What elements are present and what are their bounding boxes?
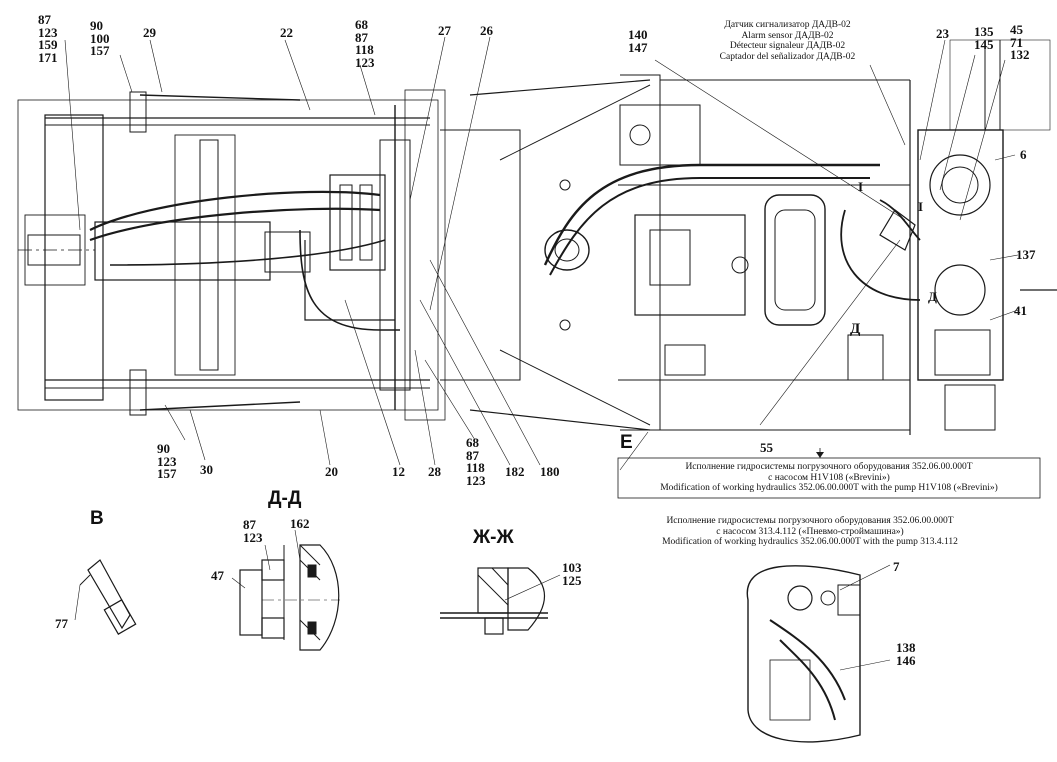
callout-68-87-118-123-top: 68 87 118 123	[355, 17, 375, 70]
callout-27: 27	[438, 23, 451, 38]
callout-30: 30	[200, 462, 213, 477]
callout-140-147: 140 147	[628, 27, 648, 55]
callout-number: 87	[243, 517, 256, 532]
leader-lines	[64, 36, 1019, 671]
callout-103-125: 103 125	[562, 560, 582, 588]
callout-number: 45	[1010, 22, 1023, 37]
note-box-brevini	[617, 457, 1041, 499]
callout-180: 180	[540, 464, 560, 479]
callout-90-123-157: 90 123 157	[157, 441, 177, 481]
sensor-label: Датчик сигнализатор ДАДВ-02 Alarm sensor…	[700, 20, 875, 62]
callout-number: 68	[466, 435, 479, 450]
callout-number: 138	[896, 640, 916, 655]
view-label-e: Е	[620, 432, 633, 453]
callout-number: 135	[974, 24, 994, 39]
sensor-label-es: Captador del señalizador ДАДВ-02	[719, 51, 856, 62]
callout-number: 118	[355, 42, 374, 57]
callout-number: 87	[38, 12, 51, 27]
note-pnevmo: Исполнение гидросистемы погрузочного обо…	[600, 516, 1020, 548]
callout-138-146: 138 146	[896, 640, 916, 668]
mark-i-1: I	[858, 179, 864, 194]
callout-number: 132	[1010, 47, 1030, 62]
callout-number: 123	[466, 472, 486, 488]
view-arrow-d: Д	[850, 321, 861, 337]
mark-d: Д	[928, 289, 937, 304]
section-dd-detail	[239, 544, 340, 651]
sensor-label-ru: Датчик сигнализатор ДАДВ-02	[724, 20, 851, 30]
center-frame	[440, 74, 921, 435]
callout-number: 146	[896, 652, 916, 668]
view-label-b: В	[90, 508, 104, 529]
callout-number: 68	[355, 17, 368, 32]
callout-20: 20	[325, 464, 338, 479]
view-label-dd: Д-Д	[268, 488, 302, 509]
callout-number: 87	[355, 29, 368, 45]
callout-7: 7	[893, 559, 900, 574]
callout-number: 100	[90, 30, 110, 46]
callout-number: 145	[974, 36, 994, 52]
callout-162: 162	[290, 516, 310, 531]
callout-90-100-157: 90 100 157	[90, 18, 110, 58]
callout-26: 26	[480, 23, 493, 38]
callout-47: 47	[211, 568, 224, 583]
note-line: Исполнение гидросистемы погрузочного обо…	[685, 462, 973, 472]
callout-number: 118	[466, 460, 485, 475]
note-line: с насосом H1V108 («Brevini»)	[768, 472, 890, 483]
callout-22: 22	[280, 25, 293, 40]
tank-assembly	[879, 39, 1057, 431]
callout-number: 171	[38, 49, 58, 65]
view-b-detail	[79, 559, 137, 635]
callout-6: 6	[1020, 147, 1027, 162]
callout-28: 28	[428, 464, 441, 479]
callout-number: 147	[628, 39, 648, 55]
view-label-zhzh: Ж-Ж	[473, 527, 514, 548]
callout-number: 140	[628, 27, 648, 42]
callout-number: 103	[562, 560, 582, 575]
callout-number: 125	[562, 572, 582, 588]
callout-45-71-132: 45 71 132	[1010, 22, 1030, 62]
callout-number: 90	[157, 441, 170, 456]
callout-41: 41	[1014, 303, 1027, 318]
callout-number: 123	[243, 529, 263, 545]
callout-number: 123	[38, 24, 58, 40]
callout-77: 77	[55, 616, 68, 631]
callout-12: 12	[392, 464, 405, 479]
note-line: с насосом 313.4.112 («Пневмо-строймашина…	[716, 526, 904, 537]
callout-29: 29	[143, 25, 156, 40]
note-line: Modification of working hydraulics 352.0…	[660, 483, 998, 493]
sensor-label-en: Alarm sensor ДАДВ-02	[741, 30, 834, 41]
note-brevini: Исполнение гидросистемы погрузочного обо…	[620, 462, 1038, 494]
callout-23: 23	[936, 26, 949, 41]
callout-number: 71	[1010, 34, 1023, 50]
view-e-detail	[746, 565, 861, 743]
note-line: Modification of working hydraulics 352.0…	[662, 537, 958, 547]
callout-number: 157	[157, 466, 177, 481]
section-zhzh-detail	[440, 567, 548, 635]
callout-68-87-118-123-bottom: 68 87 118 123	[466, 435, 486, 488]
callout-87-123-159-171: 87 123 159 171	[38, 12, 58, 65]
callout-number: 157	[90, 43, 110, 58]
callout-number: 90	[90, 18, 103, 33]
callout-55: 55	[760, 440, 773, 455]
callout-137: 137	[1016, 247, 1036, 262]
boom-assembly	[17, 89, 446, 421]
sensor-label-fr: Détecteur signaleur ДАДВ-02	[729, 41, 846, 51]
callout-87-123-dd: 87 123	[243, 517, 263, 545]
note-line: Исполнение гидросистемы погрузочного обо…	[666, 516, 954, 526]
callout-number: 159	[38, 37, 58, 52]
callout-number: 87	[466, 447, 479, 463]
callout-number: 123	[355, 54, 375, 70]
callout-number: 123	[157, 453, 177, 469]
callout-182: 182	[505, 464, 525, 479]
mark-i-2: I	[918, 199, 924, 214]
callout-135-145: 135 145	[974, 24, 994, 52]
